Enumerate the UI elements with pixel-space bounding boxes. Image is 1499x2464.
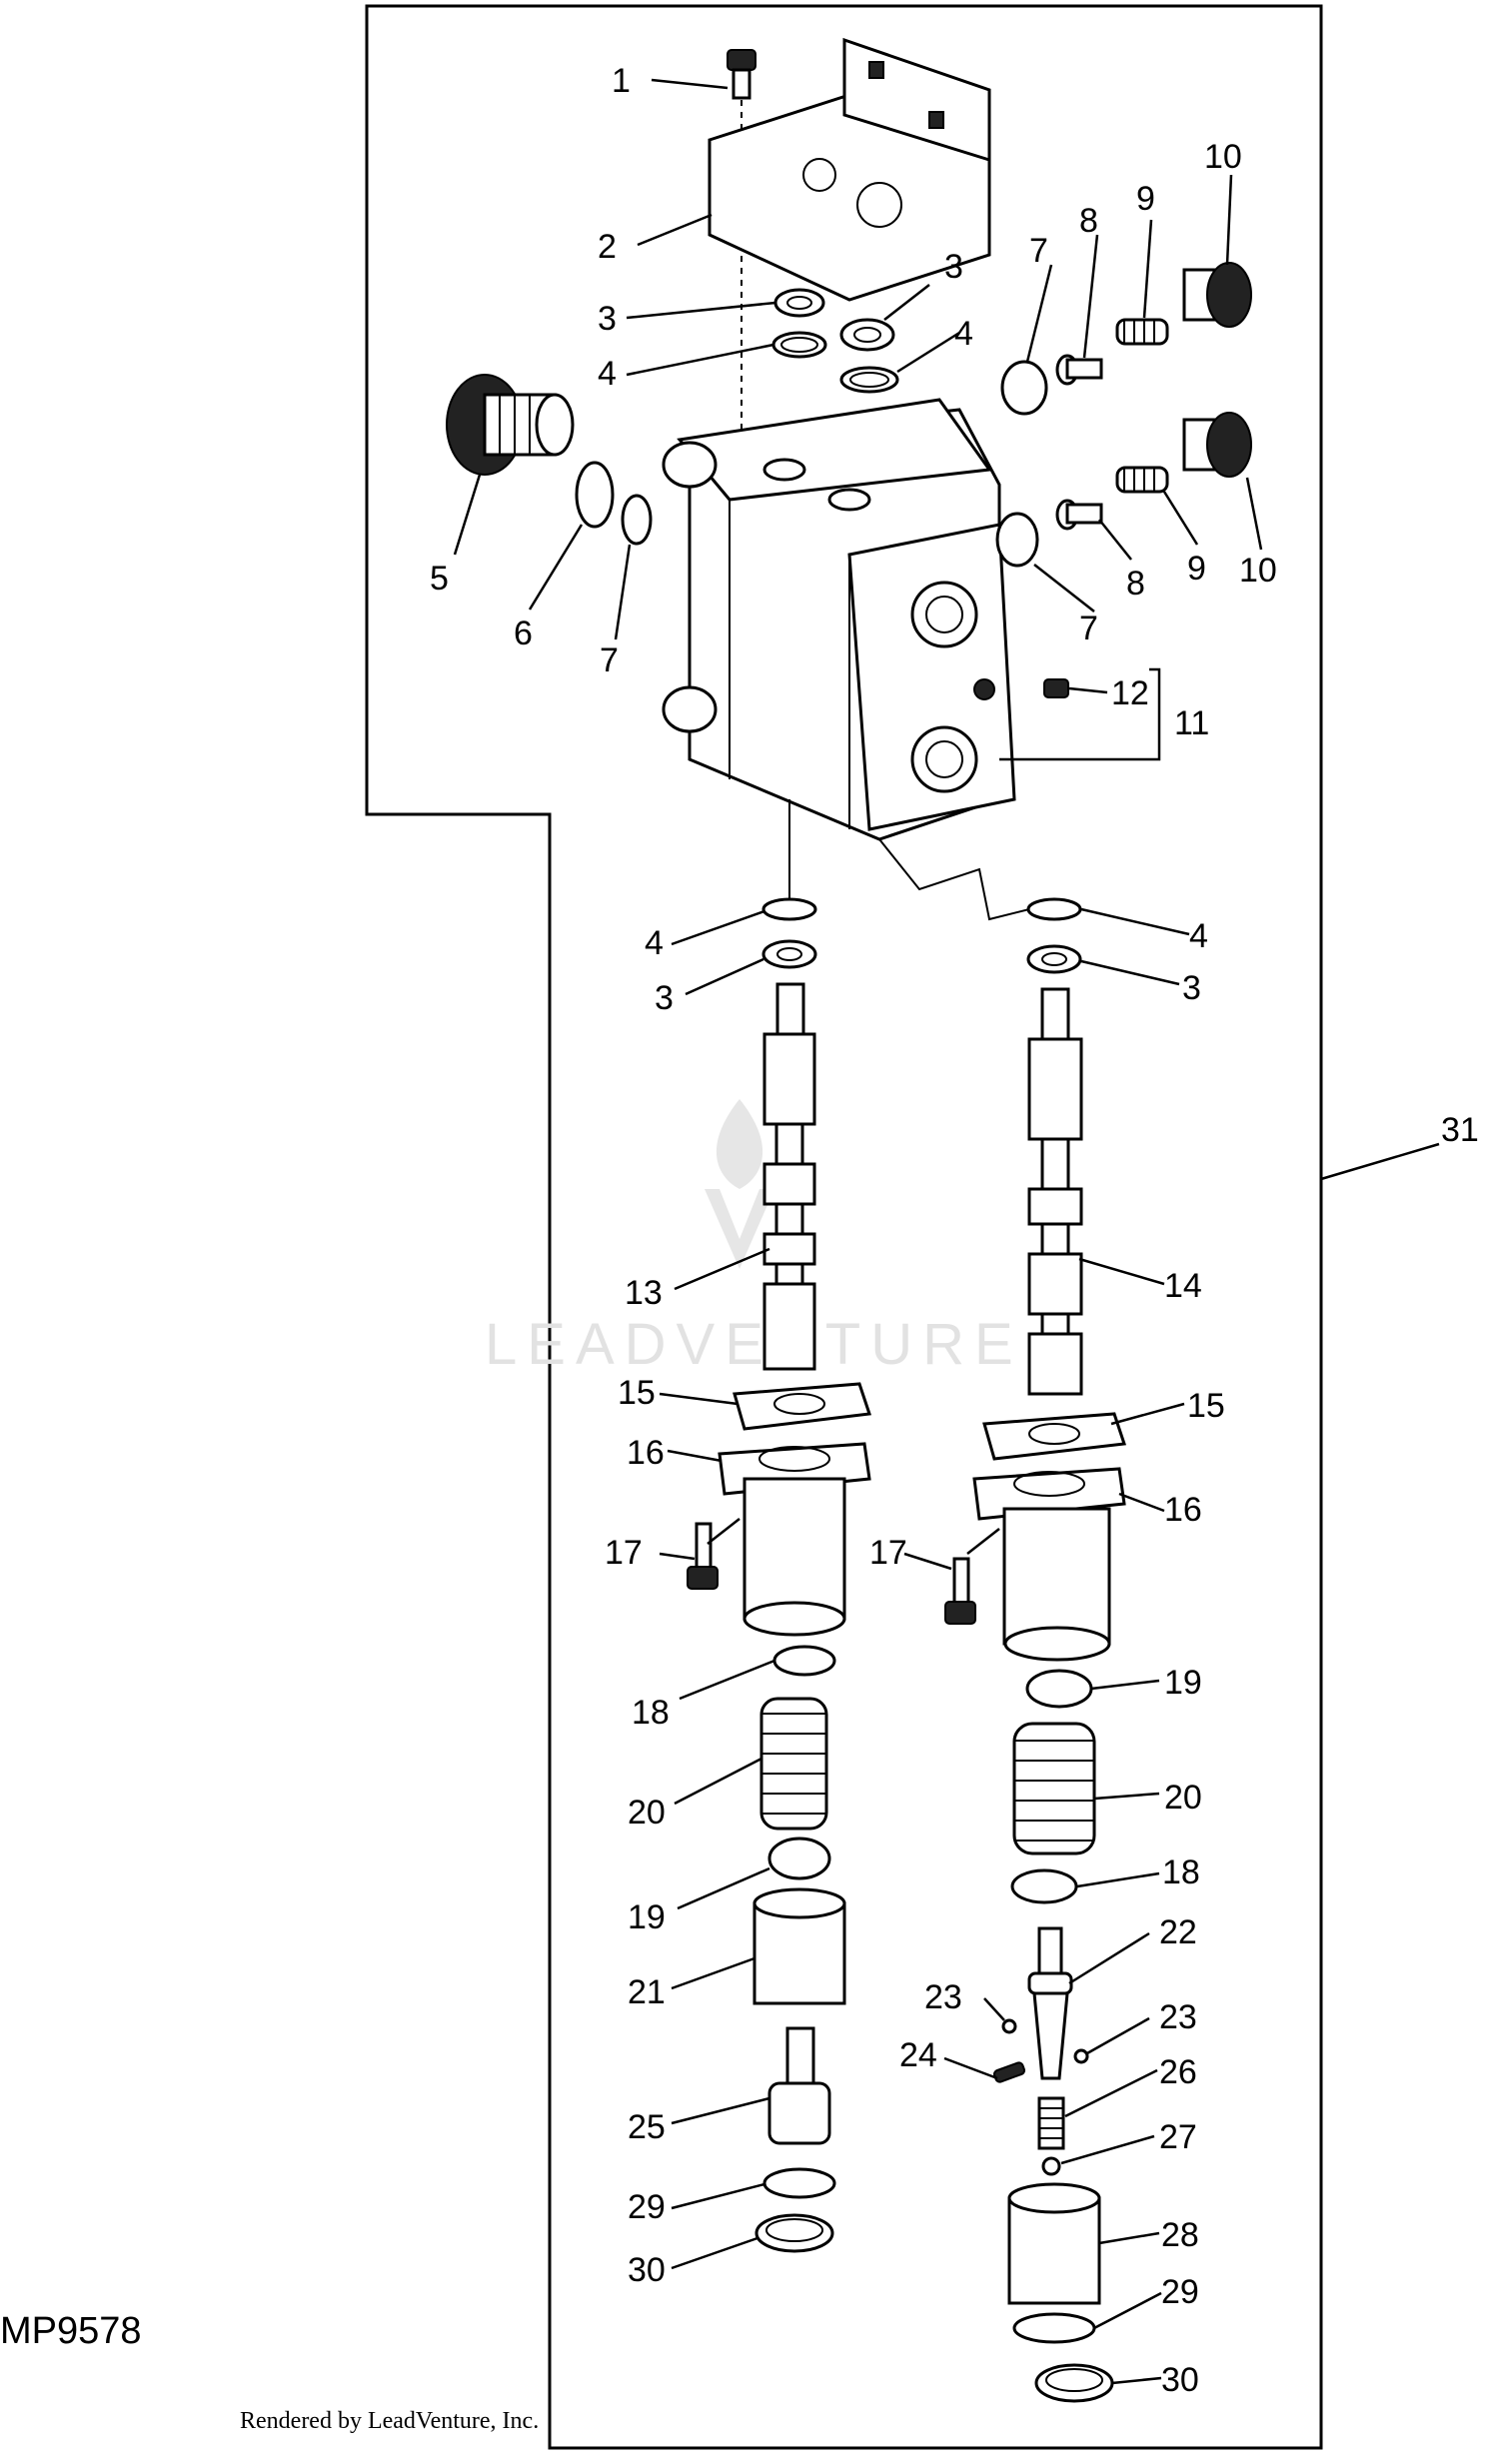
callout-3: 3 bbox=[598, 300, 617, 338]
callout-20: 20 bbox=[628, 1794, 666, 1832]
part-9-spring-lower bbox=[1115, 466, 1169, 494]
leader-lines bbox=[453, 78, 1440, 2385]
callout-29: 29 bbox=[628, 2188, 666, 2226]
callout-23: 23 bbox=[924, 1978, 962, 2016]
callout-12: 12 bbox=[1111, 674, 1149, 712]
callout-9: 9 bbox=[1187, 550, 1206, 588]
callout-1: 1 bbox=[612, 62, 631, 100]
callout-10: 10 bbox=[1239, 552, 1277, 590]
part-1-capscrew bbox=[727, 49, 756, 440]
callout-7: 7 bbox=[1029, 232, 1048, 270]
callout-17: 17 bbox=[605, 1534, 643, 1572]
callout-4: 4 bbox=[598, 355, 617, 393]
callout-16: 16 bbox=[1164, 1491, 1202, 1529]
callout-14: 14 bbox=[1164, 1267, 1202, 1305]
part-12-spring bbox=[1043, 678, 1069, 698]
part-10-plug-upper bbox=[1182, 262, 1252, 328]
callout-4: 4 bbox=[1189, 917, 1208, 955]
part-8-plunger-upper bbox=[1055, 354, 1103, 386]
callout-9: 9 bbox=[1136, 180, 1155, 218]
callout-25: 25 bbox=[628, 2108, 666, 2146]
callout-27: 27 bbox=[1159, 2118, 1197, 2156]
part-5-plug bbox=[446, 374, 575, 476]
callout-18: 18 bbox=[632, 1694, 670, 1732]
callout-23: 23 bbox=[1159, 1998, 1197, 2036]
part-8-plunger-lower bbox=[1055, 499, 1103, 531]
callout-31: 31 bbox=[1441, 1111, 1479, 1149]
right-spool-stack bbox=[944, 897, 1127, 2403]
assembly-frame bbox=[365, 4, 1323, 2450]
callout-8: 8 bbox=[1126, 565, 1145, 603]
callout-21: 21 bbox=[628, 1973, 666, 2011]
callout-6: 6 bbox=[514, 615, 533, 652]
part-3-seal-upper-left bbox=[773, 288, 825, 318]
callout-18: 18 bbox=[1162, 1853, 1200, 1891]
figure-code: MP9578 bbox=[0, 2310, 142, 2352]
callout-15: 15 bbox=[1187, 1387, 1225, 1425]
callout-30: 30 bbox=[628, 2251, 666, 2289]
callout-24: 24 bbox=[899, 2036, 937, 2074]
callout-17: 17 bbox=[869, 1534, 907, 1572]
callout-7: 7 bbox=[600, 641, 619, 679]
part-4-oring-upper-right bbox=[839, 366, 899, 394]
part-9-spring-upper bbox=[1115, 318, 1169, 346]
callout-13: 13 bbox=[625, 1274, 663, 1312]
callout-10: 10 bbox=[1204, 138, 1242, 176]
callout-2: 2 bbox=[598, 228, 617, 266]
part-6-oring bbox=[575, 461, 615, 529]
callout-28: 28 bbox=[1161, 2216, 1199, 2254]
callout-19: 19 bbox=[628, 1898, 666, 1936]
watermark-logo bbox=[705, 1099, 774, 1269]
callout-11: 11 bbox=[1174, 704, 1209, 742]
callout-4: 4 bbox=[645, 924, 664, 962]
watermark-text: LEADVENTURE bbox=[485, 1312, 1023, 1377]
callout-labels: 1 2 3 4 3 4 5 6 7 7 8 9 10 7 8 9 10 12 1… bbox=[430, 62, 1479, 2399]
valve-housing bbox=[662, 398, 1016, 841]
callout-30: 30 bbox=[1161, 2361, 1199, 2399]
callout-4: 4 bbox=[954, 315, 973, 353]
callout-3: 3 bbox=[1182, 969, 1201, 1007]
part-7-oring-right-lower bbox=[995, 512, 1039, 568]
callout-20: 20 bbox=[1164, 1779, 1202, 1817]
part-7-oring-right-upper bbox=[1000, 360, 1048, 416]
leader-11-bracket bbox=[999, 667, 1161, 761]
callout-16: 16 bbox=[627, 1434, 665, 1472]
part-3-seal-upper-right bbox=[839, 318, 895, 352]
callout-22: 22 bbox=[1159, 1913, 1197, 1951]
part-7-oring-left bbox=[621, 494, 653, 546]
callout-3: 3 bbox=[944, 248, 963, 286]
left-spool-stack bbox=[687, 897, 872, 2253]
callout-5: 5 bbox=[430, 560, 449, 598]
callout-15: 15 bbox=[618, 1374, 656, 1412]
callout-3: 3 bbox=[655, 979, 674, 1017]
render-credit: Rendered by LeadVenture, Inc. bbox=[240, 2408, 540, 2434]
part-10-plug-lower bbox=[1182, 412, 1252, 478]
callout-26: 26 bbox=[1159, 2053, 1197, 2091]
callout-29: 29 bbox=[1161, 2273, 1199, 2311]
part-2-bracket bbox=[708, 37, 991, 302]
callout-7: 7 bbox=[1079, 610, 1098, 647]
callout-19: 19 bbox=[1164, 1664, 1202, 1702]
callout-8: 8 bbox=[1079, 202, 1098, 240]
part-4-oring-upper-left bbox=[771, 331, 827, 359]
